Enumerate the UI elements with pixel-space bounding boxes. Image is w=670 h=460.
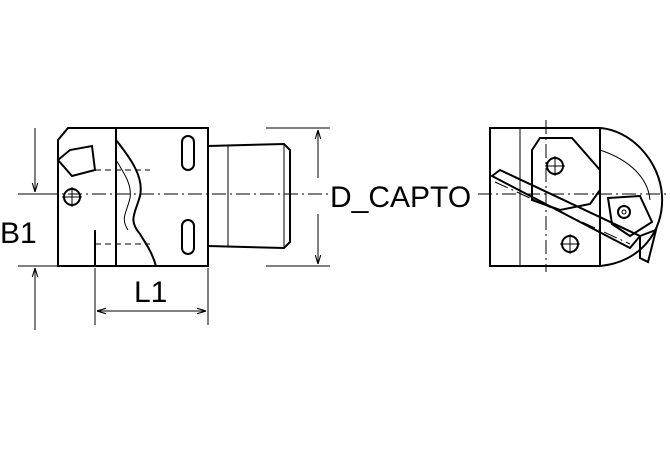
chip-flute-curve <box>115 139 157 267</box>
clamp-plate <box>531 137 601 212</box>
insert-tip <box>639 228 658 264</box>
chip-flute-inner <box>115 159 131 231</box>
boring-bar-centerline <box>494 181 631 245</box>
front-screw-bottom-icon <box>560 234 580 254</box>
front-screw-top-icon <box>545 156 565 176</box>
clamp-screw-icon <box>62 187 82 207</box>
insert-pocket <box>56 144 97 178</box>
dimension-b1: B1 <box>0 128 58 330</box>
tool-body-outline <box>57 127 209 267</box>
front-arc <box>599 149 651 201</box>
l1-label: L1 <box>134 276 167 309</box>
front-body-outline <box>489 127 664 267</box>
d-capto-label: D_CAPTO <box>330 181 471 214</box>
cutting-insert-icon <box>606 194 654 238</box>
front-view <box>478 120 668 272</box>
coolant-slot-top <box>181 135 195 171</box>
side-view <box>20 127 330 267</box>
dimension-d-capto: D_CAPTO <box>266 127 471 267</box>
dimension-l1: L1 <box>94 268 209 325</box>
b1-label: B1 <box>0 217 37 250</box>
coolant-slot-bottom <box>181 219 195 255</box>
capto-shank <box>207 142 291 250</box>
